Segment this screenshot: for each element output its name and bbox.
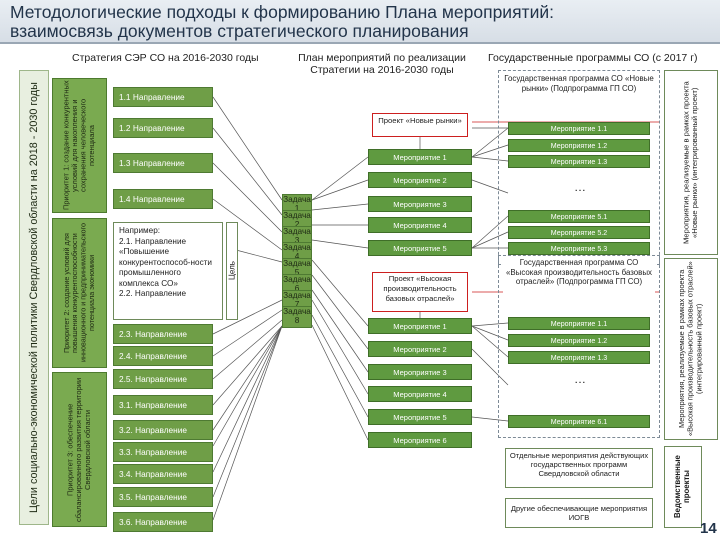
header-plan: План мероприятий по реализации Стратегии… [298,52,466,76]
gp1-ellipsis: … [574,180,586,194]
direction-1-2: 1.2 Направление [113,118,213,138]
title-line-1: Методологические подходы к формированию … [10,2,554,22]
mid-event-b5: Мероприятие 5 [368,409,472,425]
direction-2-3: 2.3. Направление [113,324,213,344]
mid-event-b4: Мероприятие 4 [368,386,472,402]
direction-1-4: 1.4 Направление [113,189,213,209]
gp2-ellipsis: … [574,372,586,386]
direction-3-2: 3.2. Направление [113,420,213,440]
mid-event-b2: Мероприятие 2 [368,341,472,357]
project-new-markets: Проект «Новые рынки» [372,113,468,137]
gp1-event-1-2: Мероприятие 1.2 [508,139,650,152]
note-separate-events: Отдельные мероприятия действующих госуда… [505,448,653,488]
goals-band: Цели социально-экономической политики Св… [19,70,49,525]
direction-1-3: 1.3 Направление [113,153,213,173]
mid-event-a2: Мероприятие 2 [368,172,472,188]
priority-2: Приоритет 2: создание условий для повыше… [52,218,107,368]
goal-label: Цель [226,222,238,320]
direction-3-4: 3.4. Направление [113,464,213,484]
header-gp: Государственные программы СО (с 2017 г) [488,52,698,64]
gp1-event-5-2: Мероприятие 5.2 [508,226,650,239]
side-note-high-performance: Мероприятия, реализуемые в рамках проект… [664,258,718,440]
direction-3-6: 3.6. Направление [113,512,213,532]
gp2-event-1-2: Мероприятие 1.2 [508,334,650,347]
gp2-event-1-1: Мероприятие 1.1 [508,317,650,330]
gp2-event-1-3: Мероприятие 1.3 [508,351,650,364]
direction-2-4: 2.4. Направление [113,346,213,366]
direction-3-3: 3.3. Направление [113,442,213,462]
direction-1-1: 1.1 Направление [113,87,213,107]
gp2-event-6-1: Мероприятие 6.1 [508,415,650,428]
gp2-frame [498,255,660,438]
mid-event-a4: Мероприятие 4 [368,217,472,233]
gp1-event-1-3: Мероприятие 1.3 [508,155,650,168]
title-line-2: взаимосвязь документов стратегического п… [10,21,469,41]
mid-event-a3: Мероприятие 3 [368,196,472,212]
gp1-event-1-1: Мероприятие 1.1 [508,122,650,135]
task-5: Задача 5 [282,258,312,278]
side-note-new-markets: Мероприятия, реализуемые в рамках проект… [664,70,718,255]
priority-3: Приоритет 3: обеспечение сбалансированно… [52,372,107,527]
mid-event-b6: Мероприятие 6 [368,432,472,448]
page-number: 14 [700,520,717,537]
mid-event-a5: Мероприятие 5 [368,240,472,256]
priority-1: Приоритет 1: создание конкурентных услов… [52,78,107,213]
task-8: Задача 8 [282,306,312,328]
direction-3-5: 3.5. Направление [113,487,213,507]
direction-3-1: 3.1. Направление [113,395,213,415]
note-other-events: Другие обеспечивающие мероприятия ИОГВ [505,498,653,528]
header-strategy: Стратегия СЭР СО на 2016-2030 годы [72,52,259,64]
mid-event-b1: Мероприятие 1 [368,318,472,334]
project-high-performance: Проект «Высокая производительность базов… [372,272,468,312]
mid-event-b3: Мероприятие 3 [368,364,472,380]
gp1-event-5-3: Мероприятие 5.3 [508,242,650,255]
side-note-department-projects: Ведомственные проекты [664,446,702,528]
gp1-title: Государственная программа СО «Новые рынк… [503,74,655,104]
task-4: Задача 4 [282,242,312,262]
slide-title: Методологические подходы к формированию … [0,0,720,44]
direction-2-5: 2.5. Направление [113,369,213,389]
gp1-event-5-1: Мероприятие 5.1 [508,210,650,223]
example-box: Например: 2.1. Направление «Повышение ко… [113,222,223,320]
mid-event-a1: Мероприятие 1 [368,149,472,165]
gp2-title: Государственная программа СО «Высокая пр… [503,258,655,308]
